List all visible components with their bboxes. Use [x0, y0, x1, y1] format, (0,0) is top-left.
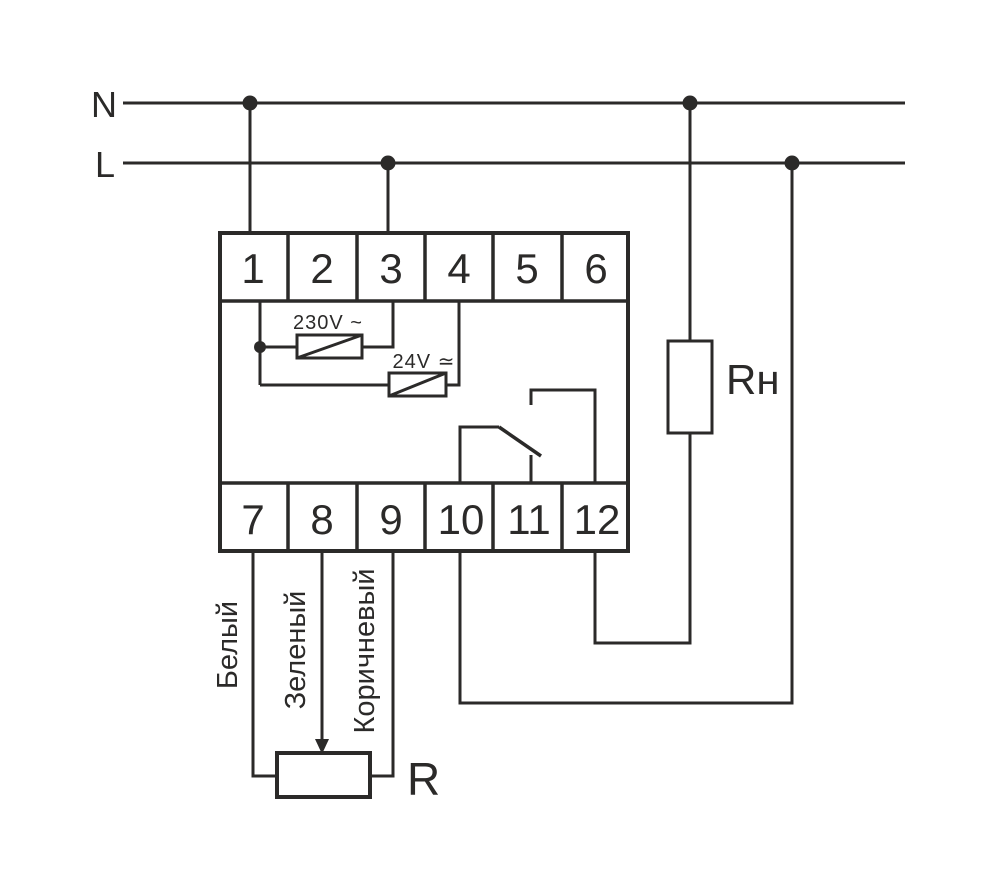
wire-coil-24v-to-terminal4	[446, 301, 461, 387]
green-wire-arrowhead-icon	[315, 739, 329, 754]
terminal-7-label: 7	[241, 496, 264, 543]
terminal-2-label: 2	[310, 245, 333, 292]
wire-color-green-label: Зеленый	[280, 591, 312, 710]
coil-230v-diagonal	[296, 333, 363, 360]
load-label: Rн	[726, 356, 780, 403]
bottom-terminal-dividers	[286, 483, 564, 551]
coil-24v-diagonal	[388, 371, 447, 398]
relay-contact-symbol	[458, 388, 597, 483]
line-bus: L	[95, 144, 905, 185]
coil-230v-label: 230V ~	[293, 312, 363, 334]
coil-24v-label: 24V ≃	[393, 351, 456, 373]
load-resistor-symbol	[666, 339, 714, 435]
terminal-11-label: 11	[507, 496, 551, 543]
neutral-bus-label: N	[91, 84, 117, 125]
contact-terminal12-hook	[529, 388, 597, 483]
wire-coil-230v-to-terminal3	[362, 301, 395, 349]
terminal-5-label: 5	[515, 245, 538, 292]
terminal-3-label: 3	[379, 245, 402, 292]
terminal-12-label: 12	[574, 496, 621, 543]
neutral-bus: N	[91, 84, 905, 125]
terminal-1-label: 1	[241, 245, 264, 292]
contact-moving-arm	[498, 425, 542, 458]
contact-terminal10-fixed	[458, 425, 499, 483]
terminal-6-label: 6	[584, 245, 607, 292]
wire-color-white-label: Белый	[212, 601, 244, 689]
top-terminal-labels: 1 2 3 4 5 6	[241, 245, 607, 292]
sensor-circuit: R Белый Зеленый Коричневый	[212, 551, 440, 805]
terminal-9-label: 9	[379, 496, 402, 543]
sensor-label: R	[407, 753, 440, 805]
wire-l-to-terminal10	[458, 163, 794, 705]
terminal-4-label: 4	[447, 245, 470, 292]
wire-terminal7-white	[251, 551, 277, 778]
internal-coil-circuit: 230V ~ 24V ≃	[254, 301, 461, 398]
wire-terminal9-brown	[370, 551, 395, 778]
load-circuit: Rн	[458, 103, 794, 705]
wire-color-brown-label: Коричневый	[349, 568, 381, 733]
relay-device: 1 2 3 4 5 6 7 8 9 10 11 12 230V ~	[218, 231, 630, 553]
top-terminal-dividers	[286, 233, 564, 301]
sensor-symbol	[275, 751, 372, 799]
terminal-10-label: 10	[438, 496, 485, 543]
line-bus-label: L	[95, 144, 115, 185]
wire-terminal12-to-load	[593, 433, 692, 645]
bottom-terminal-labels: 7 8 9 10 11 12	[241, 496, 620, 543]
terminal-8-label: 8	[310, 496, 333, 543]
